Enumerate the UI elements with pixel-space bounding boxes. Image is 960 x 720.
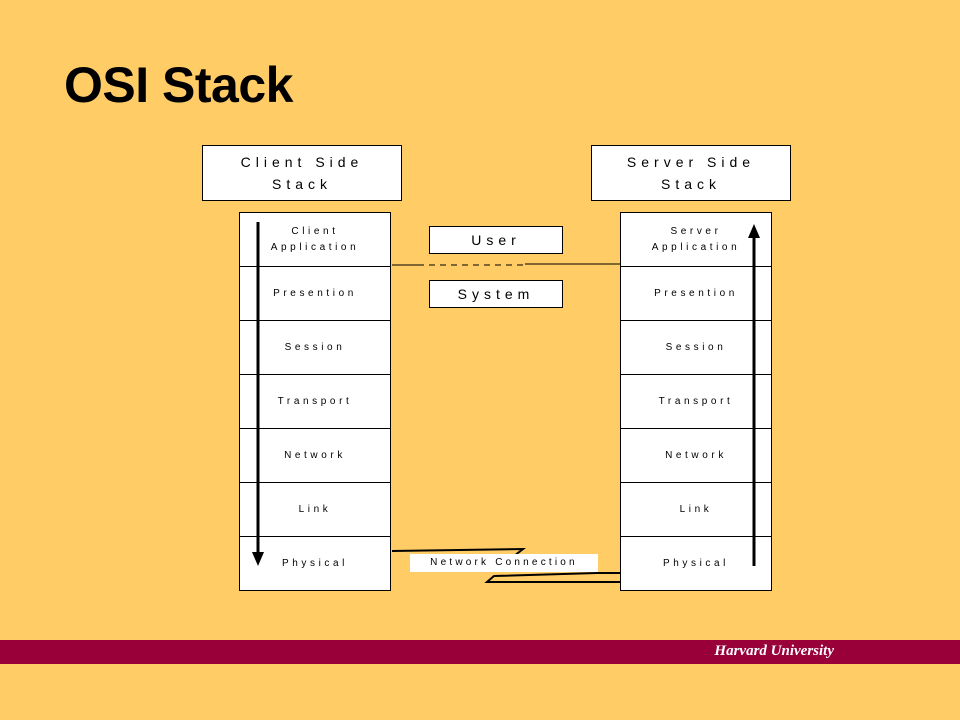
footer-text: Harvard University	[714, 643, 834, 659]
layer-label: Link	[679, 503, 713, 515]
client-layer-link: Link	[240, 483, 390, 537]
layer-label: Presention	[273, 287, 357, 299]
client-layer-session: Session	[240, 321, 390, 375]
server-header-line1: Server Side	[626, 154, 756, 170]
server-stack-header: Server Side Stack	[591, 145, 791, 201]
client-layer-presentation: Presention	[240, 267, 390, 321]
layer-label: Transport	[658, 395, 734, 407]
server-layer-transport: Transport	[621, 375, 771, 429]
layer-label: Session	[284, 341, 346, 353]
system-box: System	[429, 280, 563, 308]
network-path-lower	[484, 572, 620, 583]
client-header-line2: Stack	[271, 176, 332, 192]
server-up-arrow-head	[748, 224, 760, 238]
layer-label: Session	[665, 341, 727, 353]
layer-label: Physical	[281, 557, 349, 569]
layer-label: Client	[291, 225, 339, 237]
slide-title: OSI Stack	[64, 57, 293, 113]
server-layer-session: Session	[621, 321, 771, 375]
server-layer-network: Network	[621, 429, 771, 483]
layer-label: Network	[665, 449, 727, 461]
client-layer-physical: Physical	[240, 537, 390, 590]
server-layer-link: Link	[621, 483, 771, 537]
server-stack: Server Application Presention Session Tr…	[620, 212, 772, 591]
client-header-line1: Client Side	[240, 154, 364, 170]
layer-label: Transport	[277, 395, 353, 407]
user-label: User	[471, 232, 521, 248]
client-stack: Client Application Presention Session Tr…	[239, 212, 391, 591]
server-layer-application: Server Application	[621, 213, 771, 267]
client-layer-transport: Transport	[240, 375, 390, 429]
client-layer-application: Client Application	[240, 213, 390, 267]
system-label: System	[457, 286, 535, 302]
footer-bar: Harvard University	[0, 640, 960, 664]
layer-label: Server	[670, 225, 722, 237]
layer-label: Link	[298, 503, 332, 515]
server-header-line2: Stack	[660, 176, 721, 192]
server-layer-presentation: Presention	[621, 267, 771, 321]
client-down-arrow-head	[252, 552, 264, 566]
layer-label: Presention	[654, 287, 738, 299]
user-box: User	[429, 226, 563, 254]
layer-label: Physical	[662, 557, 730, 569]
server-layer-physical: Physical	[621, 537, 771, 590]
network-connection-label: Network Connection	[410, 554, 598, 572]
layer-label: Application	[270, 241, 360, 253]
client-layer-network: Network	[240, 429, 390, 483]
client-stack-header: Client Side Stack	[202, 145, 402, 201]
layer-label: Network	[284, 449, 346, 461]
network-path-upper	[391, 547, 526, 557]
layer-label: Application	[651, 241, 741, 253]
